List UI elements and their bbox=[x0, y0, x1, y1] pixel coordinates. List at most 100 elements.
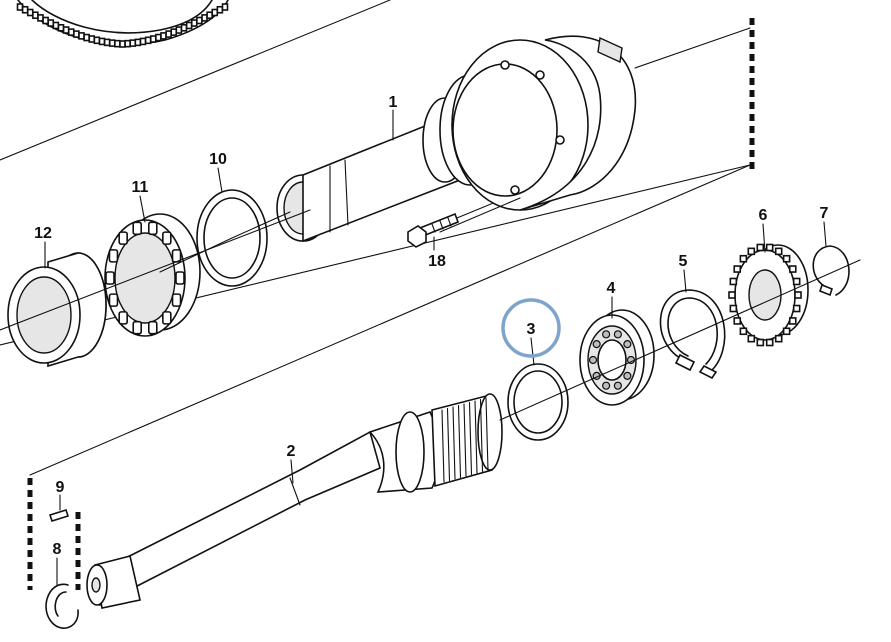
assembly-frame-dashed bbox=[27, 18, 755, 590]
gear-tooth bbox=[201, 14, 208, 22]
gear-tooth bbox=[733, 317, 742, 325]
ball bbox=[623, 371, 632, 380]
part-1-input-shaft-flange bbox=[276, 35, 637, 243]
gear-tooth bbox=[739, 254, 748, 263]
gear-tooth bbox=[83, 33, 90, 42]
roller bbox=[108, 293, 119, 307]
spline-line bbox=[485, 397, 489, 471]
label-part-4: 4 bbox=[607, 280, 616, 297]
gear-tooth bbox=[78, 32, 85, 40]
gear-tooth bbox=[175, 26, 183, 34]
gear-tooth bbox=[728, 291, 736, 299]
gear-tooth bbox=[190, 19, 198, 27]
gear-tooth bbox=[729, 304, 738, 313]
roller bbox=[147, 221, 158, 236]
gear-tooth bbox=[206, 11, 213, 20]
label-part-18: 18 bbox=[428, 253, 446, 270]
ball bbox=[613, 381, 622, 390]
ball bbox=[592, 340, 601, 349]
ball bbox=[588, 355, 598, 365]
ball bbox=[623, 340, 632, 349]
label-part-2: 2 bbox=[287, 443, 296, 460]
gear-teeth bbox=[728, 243, 802, 347]
highlight-ring bbox=[501, 298, 561, 358]
gear-tooth bbox=[21, 5, 29, 14]
part-18-bolt bbox=[407, 212, 460, 248]
gear-tooth bbox=[782, 254, 791, 263]
gear-tooth bbox=[774, 247, 783, 256]
roller bbox=[105, 271, 115, 285]
roller bbox=[132, 221, 143, 236]
gear-tooth bbox=[160, 32, 167, 40]
part-4-ball-bearing bbox=[579, 309, 655, 406]
gear-tooth bbox=[26, 8, 34, 17]
gear-tooth bbox=[756, 243, 765, 252]
leader-lines bbox=[44, 109, 827, 586]
gear-tooth bbox=[170, 28, 178, 36]
gear-tooth bbox=[788, 265, 797, 273]
gear-tooth bbox=[119, 40, 126, 48]
gear-tooth bbox=[16, 3, 24, 11]
spline-line bbox=[452, 406, 456, 480]
callout-labels: 1 10 11 12 18 3 4 5 6 7 2 9 8 bbox=[34, 94, 828, 558]
part-2-output-shaft bbox=[86, 393, 503, 609]
label-part-7: 7 bbox=[820, 205, 829, 222]
label-part-8: 8 bbox=[53, 541, 62, 558]
gear-tooth bbox=[124, 39, 131, 48]
roller bbox=[108, 249, 119, 263]
roller bbox=[175, 271, 185, 285]
gear-tooth bbox=[165, 30, 172, 38]
part-7-circlip bbox=[812, 245, 850, 297]
ball bbox=[602, 381, 611, 390]
roller bbox=[162, 311, 172, 325]
part-8-circlip bbox=[45, 583, 79, 629]
gear-tooth bbox=[62, 26, 70, 34]
gear-tooth bbox=[144, 36, 152, 45]
gear-tooth bbox=[747, 334, 756, 343]
gear-tooth bbox=[139, 37, 147, 46]
gear-tooth bbox=[103, 38, 111, 47]
flywheel-ring-gear bbox=[16, 0, 229, 48]
gear-tooth bbox=[98, 37, 106, 46]
gear-tooth bbox=[93, 36, 101, 45]
gear-tooth bbox=[792, 304, 801, 313]
gear-tooth bbox=[37, 14, 44, 22]
gear-tooth bbox=[67, 28, 75, 36]
bearing-balls bbox=[588, 330, 636, 390]
label-part-5: 5 bbox=[679, 253, 688, 270]
gear-tooth bbox=[739, 327, 748, 336]
label-part-1: 1 bbox=[389, 94, 398, 111]
gear-tooth bbox=[733, 265, 742, 273]
gear-tooth bbox=[792, 277, 801, 286]
spline-line bbox=[463, 403, 467, 477]
ball bbox=[602, 330, 611, 339]
gear-tooth bbox=[196, 16, 203, 25]
gear-tooth bbox=[52, 21, 60, 30]
gear-tooth bbox=[216, 5, 224, 14]
gear-tooth bbox=[221, 3, 229, 11]
part-5-circlip bbox=[659, 289, 726, 380]
gear-tooth bbox=[32, 11, 39, 20]
gear-tooth bbox=[756, 338, 765, 347]
roller bbox=[162, 231, 172, 245]
gear-tooth bbox=[114, 39, 121, 48]
label-part-10: 10 bbox=[209, 151, 227, 168]
roller bbox=[132, 320, 143, 335]
gear-tooth bbox=[134, 38, 142, 47]
gear-tooth bbox=[185, 21, 193, 30]
gear-tooth bbox=[129, 39, 137, 47]
part-12-flanged-bushing bbox=[7, 252, 107, 368]
roller bbox=[147, 320, 158, 335]
gear-tooth bbox=[788, 317, 797, 325]
gear-tooth bbox=[57, 24, 65, 32]
flywheel-teeth bbox=[16, 3, 229, 48]
part-11-needle-bearing bbox=[104, 213, 201, 337]
gear-tooth bbox=[180, 24, 188, 32]
ball bbox=[613, 330, 622, 339]
roller bbox=[118, 231, 128, 245]
gear-tooth bbox=[794, 291, 802, 299]
roller bbox=[118, 311, 128, 325]
gear-tooth bbox=[729, 277, 738, 286]
label-part-6: 6 bbox=[759, 207, 768, 224]
